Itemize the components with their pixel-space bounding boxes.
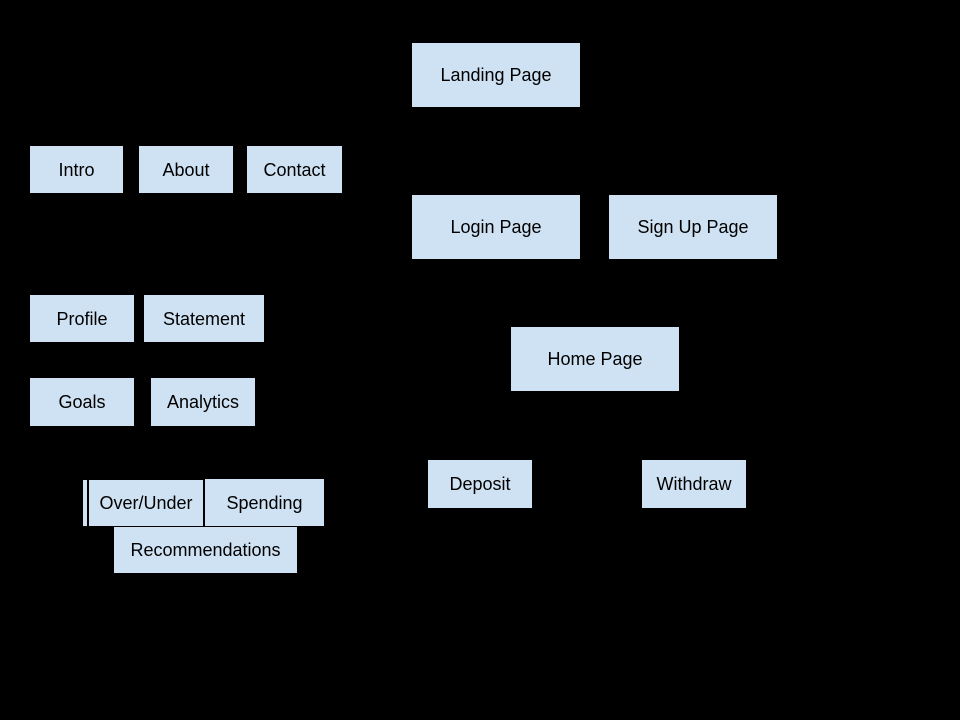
- node-spending: Spending: [205, 479, 324, 526]
- node-landing-page: Landing Page: [412, 43, 580, 107]
- node-login-page: Login Page: [412, 195, 580, 259]
- node-withdraw: Withdraw: [642, 460, 746, 508]
- node-profile: Profile: [30, 295, 134, 342]
- node-intro: Intro: [30, 146, 123, 193]
- node-analytics: Analytics: [151, 378, 255, 426]
- node-statement: Statement: [144, 295, 264, 342]
- node-recommendations: Recommendations: [114, 527, 297, 573]
- accent-sliver: [83, 480, 87, 526]
- node-over-under: Over/Under: [89, 480, 203, 526]
- node-sign-up-page: Sign Up Page: [609, 195, 777, 259]
- node-deposit: Deposit: [428, 460, 532, 508]
- node-goals: Goals: [30, 378, 134, 426]
- node-about: About: [139, 146, 233, 193]
- node-contact: Contact: [247, 146, 342, 193]
- node-home-page: Home Page: [511, 327, 679, 391]
